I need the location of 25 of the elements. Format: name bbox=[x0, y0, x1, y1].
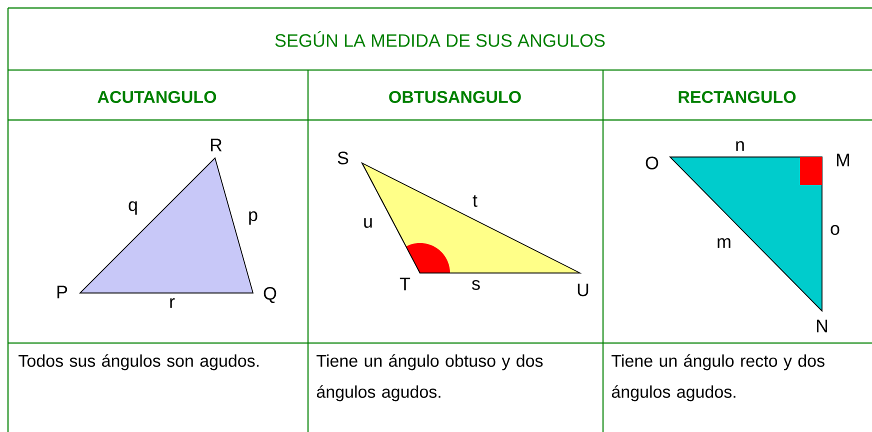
column-header: RECTANGULO bbox=[678, 90, 796, 104]
triangle-label: m bbox=[718, 238, 730, 248]
triangle-label: U bbox=[578, 284, 588, 296]
triangle-label: s bbox=[472, 280, 480, 290]
description-text: Tiene un ángulo recto y dos ángulos agudos. bbox=[612, 354, 824, 402]
triangle-label: N bbox=[816, 320, 828, 332]
triangle-label: n bbox=[736, 141, 744, 151]
triangle-label: p bbox=[249, 211, 258, 225]
triangle-label: S bbox=[338, 152, 348, 164]
column-header: ACUTANGULO bbox=[98, 90, 216, 104]
description-text: Tiene un ángulo obtuso y dos ángulos agudos. bbox=[316, 354, 543, 402]
triangle-label: t bbox=[472, 195, 478, 207]
table-title: SEGÚN LA MEDIDA DE SUS ANGULOS bbox=[275, 31, 605, 47]
triangle-label: r bbox=[170, 298, 175, 308]
triangle-label: q bbox=[128, 201, 137, 215]
triangle-label: o bbox=[830, 225, 840, 235]
triangle-label: R bbox=[210, 138, 222, 152]
triangle-label: M bbox=[836, 154, 850, 166]
description-text: Todos sus ángulos son agudos. bbox=[18, 354, 259, 370]
triangle-label: u bbox=[364, 218, 372, 228]
triangle-label: T bbox=[400, 278, 410, 290]
triangle-label: P bbox=[57, 286, 68, 298]
triangle-label: Q bbox=[264, 287, 276, 303]
column-header: OBTUSANGULO bbox=[389, 90, 521, 104]
triangle-label: O bbox=[646, 156, 658, 170]
